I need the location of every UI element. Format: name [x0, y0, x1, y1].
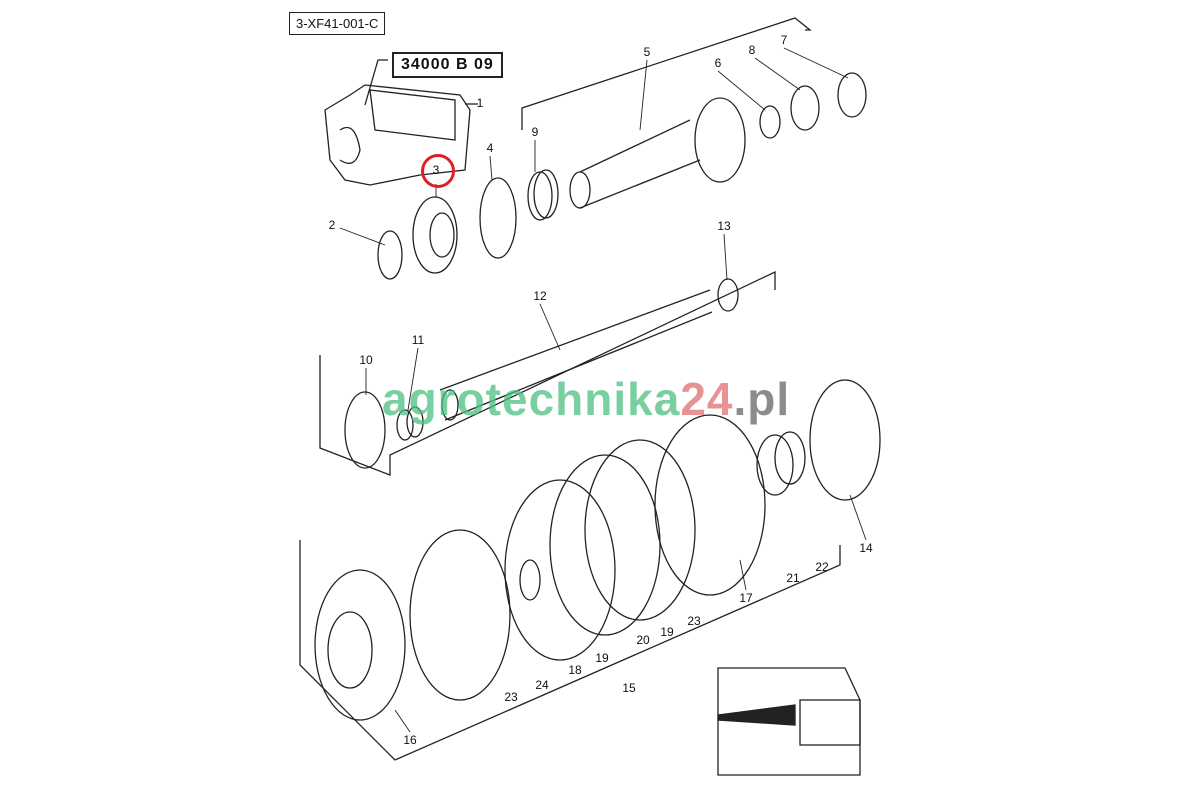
spring-19 [549, 454, 661, 636]
drum-17 [654, 414, 766, 596]
callout-14[interactable]: 14 [859, 541, 873, 555]
callout-4[interactable]: 4 [486, 141, 494, 155]
snap-ring-4 [479, 177, 517, 259]
shaft-12 [439, 289, 713, 421]
watermark-part1: agrotechnika [382, 373, 681, 425]
highlight-circle [421, 154, 455, 188]
callout-21[interactable]: 21 [786, 571, 800, 585]
callout-7[interactable]: 7 [780, 33, 788, 47]
callout-23[interactable]: 23 [687, 614, 701, 628]
callout-23b[interactable]: 23 [504, 690, 518, 704]
callout-9[interactable]: 9 [531, 125, 539, 139]
bearing-8 [790, 85, 820, 131]
piston-18 [504, 479, 616, 661]
callout-12[interactable]: 12 [533, 289, 547, 303]
frame-bottom [299, 540, 841, 761]
group-reference[interactable]: 34000 B 09 [392, 52, 503, 78]
ring-11 [396, 409, 414, 441]
disc-14 [809, 379, 881, 501]
callout-11[interactable]: 11 [411, 333, 425, 347]
ring-22 [774, 431, 806, 485]
callout-15[interactable]: 15 [622, 681, 636, 695]
watermark-part2: 24 [680, 373, 734, 425]
ring-24 [519, 559, 541, 601]
callout-18[interactable]: 18 [568, 663, 582, 677]
piston-20 [584, 439, 696, 621]
bearing-7 [837, 72, 867, 118]
callout-2[interactable]: 2 [328, 218, 336, 232]
frame-middle [319, 270, 776, 476]
shaft-5 [569, 97, 746, 209]
bearing-3 [412, 196, 458, 274]
callout-3[interactable]: 3 [432, 163, 440, 177]
ring-6 [759, 105, 781, 139]
gearbox-housing [324, 59, 478, 186]
ring-9 [527, 171, 553, 221]
watermark: agrotechnika24.pl [382, 372, 790, 426]
callout-10[interactable]: 10 [359, 353, 373, 367]
callout-16[interactable]: 16 [403, 733, 417, 747]
frame-top [521, 17, 812, 130]
circlip-2 [377, 230, 403, 280]
bearing-13 [717, 278, 739, 312]
inset-location-view [717, 667, 861, 776]
callout-20[interactable]: 20 [636, 633, 650, 647]
disc-10 [344, 391, 386, 469]
callout-5[interactable]: 5 [643, 45, 651, 59]
callout-24[interactable]: 24 [535, 678, 549, 692]
callout-17[interactable]: 17 [739, 591, 753, 605]
drawing-code: 3-XF41-001-C [289, 12, 386, 35]
callout-19b[interactable]: 19 [660, 625, 674, 639]
callout-22[interactable]: 22 [815, 560, 829, 574]
callout-13[interactable]: 13 [717, 219, 731, 233]
callout-6[interactable]: 6 [714, 56, 722, 70]
callout-1[interactable]: 1 [476, 96, 484, 110]
callout-8[interactable]: 8 [748, 43, 756, 57]
leader-lines [339, 47, 867, 733]
watermark-part3: .pl [733, 373, 791, 425]
callout-19[interactable]: 19 [595, 651, 609, 665]
hub-16 [314, 569, 406, 721]
plate-pack-23 [409, 529, 511, 701]
ring-21 [756, 434, 794, 496]
